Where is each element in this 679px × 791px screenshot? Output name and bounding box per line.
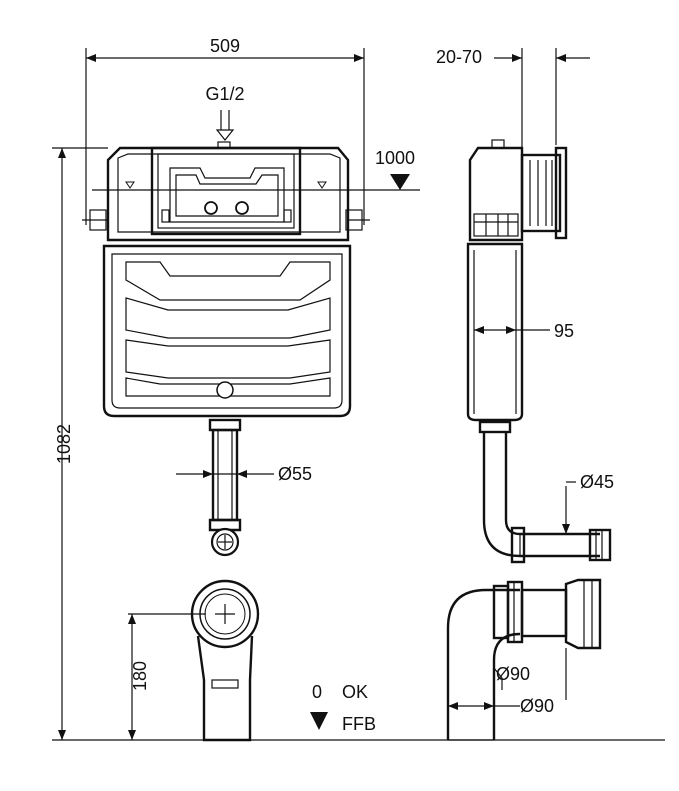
height-1000-marker: 1000 bbox=[375, 148, 415, 190]
elbow-dia-1-label: Ø90 bbox=[496, 664, 530, 684]
front-outlet: 180 bbox=[128, 579, 260, 742]
pipe-dia-front-label: Ø55 bbox=[278, 464, 312, 484]
inlet-marker: G1/2 bbox=[205, 84, 245, 141]
front-frame bbox=[82, 141, 420, 242]
dimension-width-509: 509 bbox=[85, 36, 365, 225]
pipe-dia-side-label: Ø45 bbox=[580, 472, 614, 492]
front-tank bbox=[102, 244, 352, 418]
front-pipe bbox=[208, 418, 242, 557]
floor-ok-label: OK bbox=[342, 682, 368, 702]
height-1000-label: 1000 bbox=[375, 148, 415, 168]
width-label: 509 bbox=[210, 36, 240, 56]
dimension-dia-55: Ø55 bbox=[176, 464, 312, 484]
total-height-label: 1082 bbox=[54, 424, 74, 464]
floor-ffb-label: FFB bbox=[342, 714, 376, 734]
elbow-dia-2-label: Ø90 bbox=[520, 696, 554, 716]
floor-zero-label: 0 bbox=[312, 682, 322, 702]
dimension-height-1082: 1082 bbox=[52, 147, 108, 740]
depth-range-label: 20-70 bbox=[436, 47, 482, 67]
floor-line: 0 OK FFB bbox=[52, 682, 665, 741]
side-view: 20-70 95 bbox=[436, 47, 614, 741]
side-depth-label: 95 bbox=[554, 321, 574, 341]
inlet-thread-label: G1/2 bbox=[205, 84, 244, 104]
outlet-height-label: 180 bbox=[130, 661, 150, 691]
